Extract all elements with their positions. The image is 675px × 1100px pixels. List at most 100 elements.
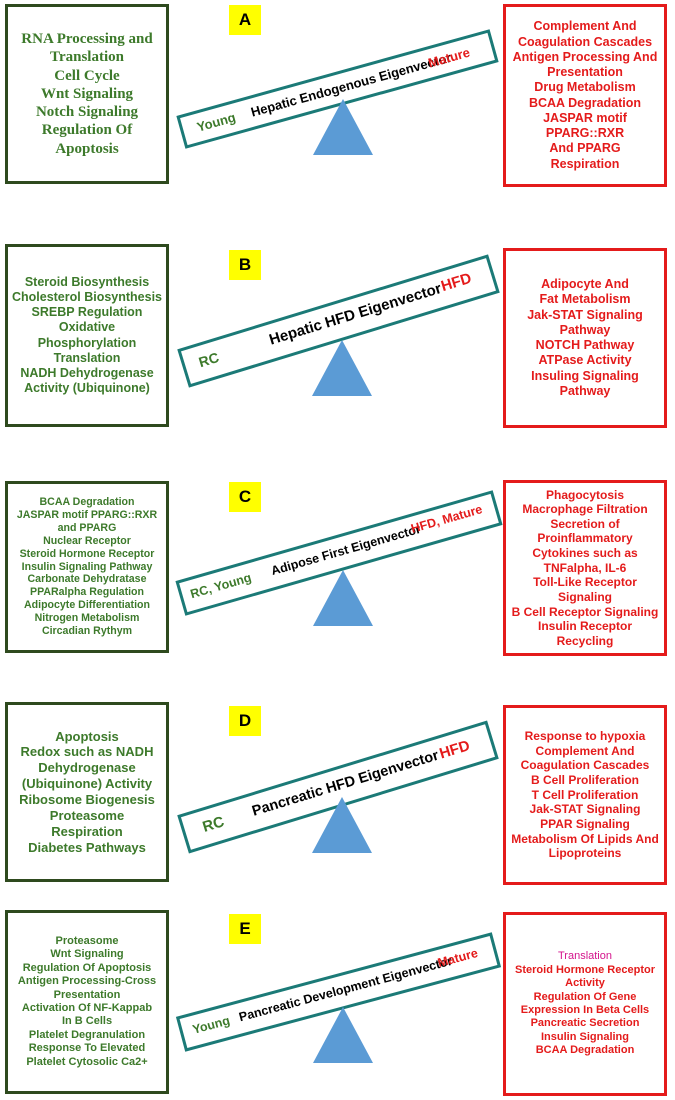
list-item: Adipocyte Differentiation [24, 599, 150, 612]
list-item: Oxidative Phosphorylation [37, 320, 137, 350]
list-item: Pathway [559, 322, 611, 337]
list-item: Metabolism Of Lipids And [511, 831, 659, 846]
list-item: RNA Processing and [21, 30, 153, 47]
list-item: TNFalpha, IL-6 [543, 560, 627, 575]
panel-letter-d: D [229, 706, 261, 736]
list-item: Nuclear Receptor [43, 534, 131, 547]
list-item: NOTCH Pathway [535, 338, 635, 352]
fulcrum-triangle [313, 570, 373, 626]
list-item: Cholesterol Biosynthesis [11, 289, 163, 304]
beam-low-label: RC [196, 349, 221, 371]
list-item: BCAA Degradation [528, 95, 642, 110]
list-item: BCAA Degradation [39, 495, 135, 508]
beam-low-label: RC, Young [188, 570, 253, 602]
list-item: Macrophage Filtration [522, 502, 648, 517]
list-item: Activity [565, 977, 605, 990]
list-item: Translation [53, 350, 121, 365]
list-item: Nitrogen Metabolism [34, 612, 140, 625]
list-item: Dehydrogenase [38, 760, 136, 776]
beam-high-label: Mature [436, 945, 480, 971]
list-item: And PPARG [549, 141, 621, 156]
list-item: Steroid Hormone Receptor [19, 547, 155, 560]
list-item: Coagulation Cascades [520, 758, 650, 773]
list-item: Proteasome [55, 934, 119, 947]
list-item: Apoptosis [55, 728, 119, 744]
list-item: Complement And [535, 743, 635, 758]
list-item: Steroid Hormone Receptor [515, 963, 655, 976]
list-item: and PPARG [57, 521, 117, 534]
list-item: PPARalpha Regulation [30, 586, 144, 599]
beam-title: Hepatic HFD Eigenvector [267, 279, 444, 349]
list-item: B Cell Proliferation [530, 773, 640, 788]
fulcrum-shape [312, 340, 372, 396]
list-item: Notch Signaling [35, 104, 139, 121]
fulcrum-triangle [312, 797, 372, 853]
list-item: T Cell Proliferation [531, 787, 639, 802]
list-item: Jak-STAT Signaling [527, 307, 643, 322]
list-item: Drug Metabolism [534, 80, 636, 95]
list-item: Presentation [547, 65, 623, 79]
list-item: Signaling [558, 589, 612, 604]
beam-high-label: HFD [439, 269, 474, 296]
list-item: Activity (Ubiquinone) [24, 381, 150, 396]
list-item: Redox such as NADH [20, 744, 154, 760]
list-item: Insuling Signaling Pathway [531, 368, 639, 398]
list-item: Circadian Rythym [41, 625, 133, 638]
list-item: JASPAR motif PPARG::RXR [543, 110, 627, 140]
list-item: Proinflammatory [537, 531, 633, 546]
panel-letter-a: A [229, 5, 261, 35]
beam-high-label: Mature [426, 44, 472, 71]
fulcrum-shape [313, 99, 373, 155]
list-item: Antigen Processing-Cross [17, 975, 157, 988]
list-item: Coagulation Cascades [517, 34, 653, 49]
list-item: Platelet Degranulation [28, 1028, 146, 1041]
panel-letter-e: E [229, 914, 261, 944]
list-item: NADH Dehydrogenase [20, 366, 154, 380]
list-item: Pancreatic Secretion [530, 1017, 640, 1030]
beam-low-label: Young [195, 109, 238, 135]
list-item: Regulation Of Gene [533, 990, 637, 1003]
list-item: In B Cells [61, 1015, 113, 1028]
list-item: Diabetes Pathways [28, 839, 146, 855]
list-item: Activation Of NF-Kappab [21, 1002, 153, 1014]
list-item: PPAR Signaling [540, 816, 630, 831]
list-item: Regulation Of Apoptosis [22, 961, 152, 974]
list-item: Respiration [51, 823, 123, 839]
list-item: Toll-Like Receptor [533, 575, 637, 590]
list-item: Response To Elevated [28, 1042, 146, 1055]
list-item: Proteasome [49, 807, 125, 823]
panel-letter-b: B [229, 250, 261, 280]
list-item: Steroid Biosynthesis [24, 274, 150, 289]
fulcrum-shape [313, 1007, 373, 1063]
list-item: Cell Cycle [54, 67, 120, 84]
list-item: Response to hypoxia [524, 729, 646, 744]
fulcrum-triangle [312, 340, 372, 396]
list-item: Jak-STAT Signaling [529, 802, 641, 817]
list-item: Cytokines such as [532, 546, 638, 561]
list-item: Translation [50, 49, 124, 66]
list-item: Wnt Signaling [40, 85, 134, 102]
fulcrum-shape [313, 570, 373, 626]
list-item: Ribosome Biogenesis [19, 792, 155, 807]
fulcrum-triangle [313, 99, 373, 155]
beam-high-label: HFD, Mature [409, 502, 484, 536]
list-item: Lipoproteins [548, 846, 622, 861]
list-item: SREBP Regulation [31, 305, 143, 319]
fulcrum-shape [312, 797, 372, 853]
list-item: Insulin Signaling [541, 1030, 629, 1043]
list-item: Insulin Signaling Pathway [21, 560, 153, 573]
list-item: Phagocytosis [545, 487, 625, 502]
list-item: Insulin Receptor Recycling [537, 619, 632, 648]
beam-low-label: RC [200, 813, 227, 836]
list-item: Fat Metabolism [539, 292, 631, 307]
list-item: Translation [557, 950, 612, 963]
list-item: Complement And [533, 19, 637, 34]
